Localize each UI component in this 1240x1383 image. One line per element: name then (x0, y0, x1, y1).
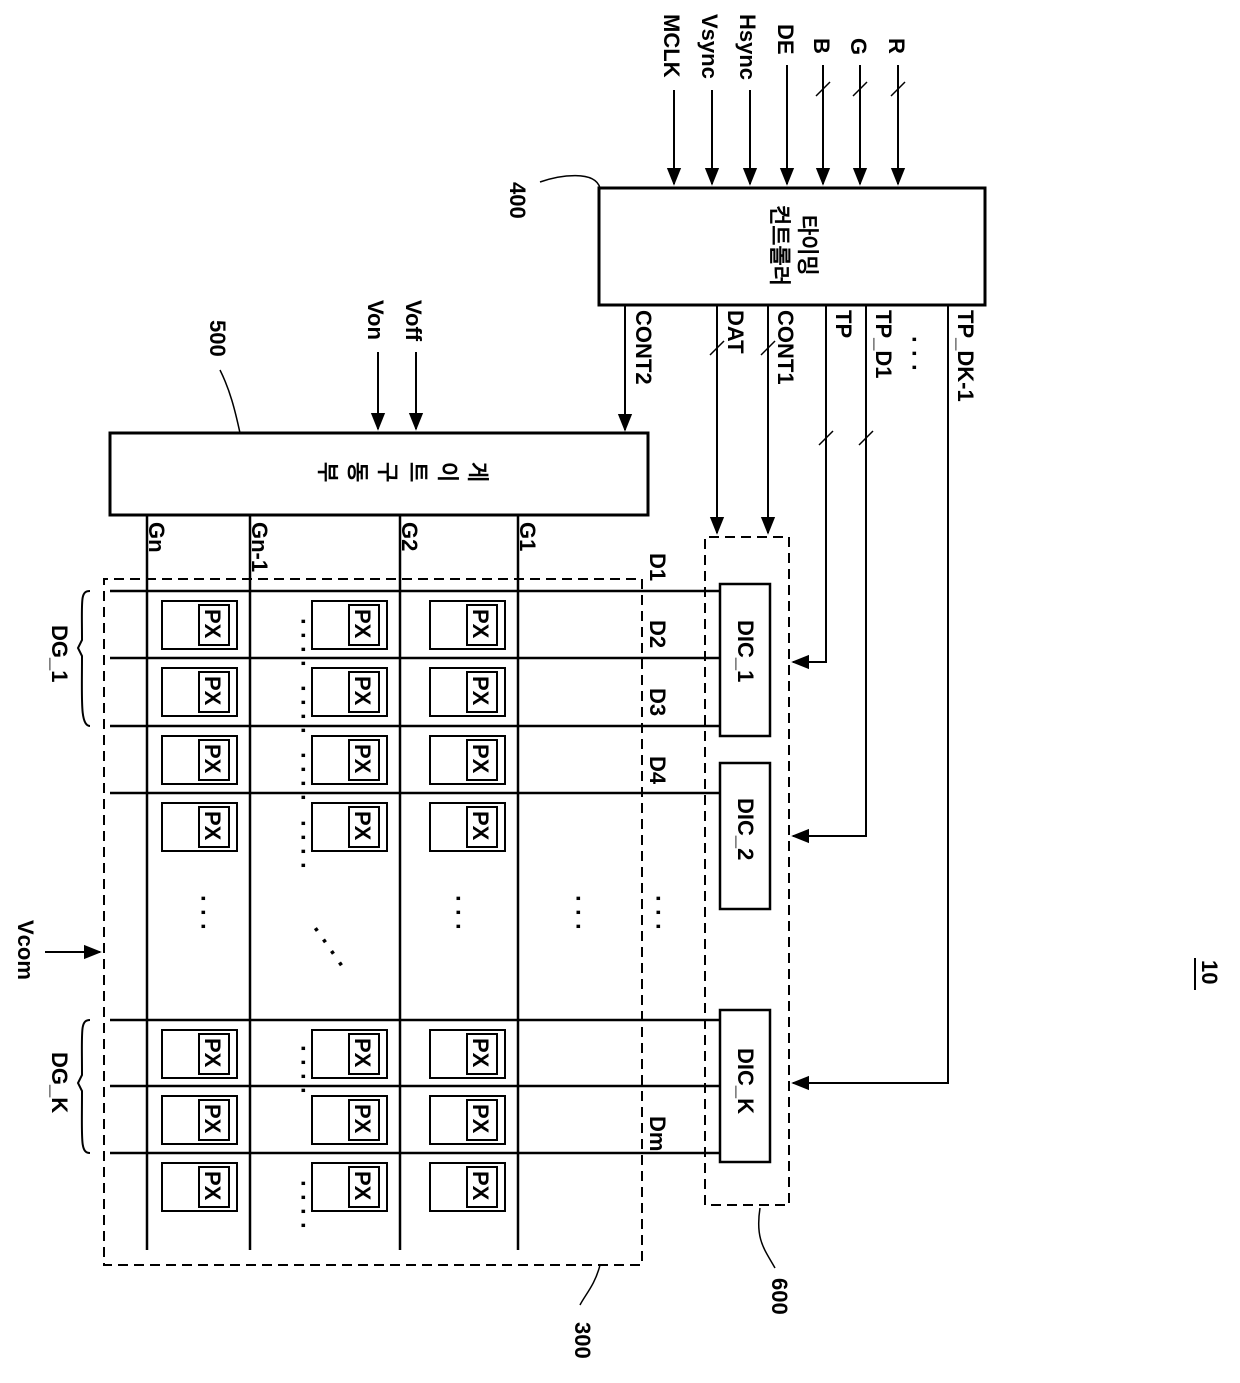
pixel-label: PX (350, 1171, 375, 1201)
pixel-label: PX (200, 1171, 225, 1201)
pixel-label: PX (468, 1104, 493, 1134)
pixel-label: PX (200, 1038, 225, 1068)
output-cont1: CONT1 (773, 310, 798, 385)
row-dots-5: ···· (289, 1045, 316, 1101)
row-dots-3: ···· (289, 752, 316, 808)
pixel-label: PX (468, 811, 493, 841)
data-line-d3: D3 (645, 688, 670, 716)
figure-number: 10 (1197, 960, 1222, 984)
gate-driver-char-5: 동 (345, 462, 370, 482)
output-dat: DAT (723, 310, 748, 354)
gate-driver-label: 게 이 트 구 동 부 (315, 462, 490, 482)
col-dots-1: ··· (564, 895, 591, 937)
input-mclk: MCLK (659, 14, 684, 78)
input-g: G (846, 38, 871, 55)
pixel-label: PX (468, 1171, 493, 1201)
input-signal-arrows (674, 65, 905, 184)
dg1-brace (78, 591, 90, 726)
gate-driver-ref: 500 (205, 320, 230, 357)
output-cont2: CONT2 (631, 310, 656, 385)
data-line-d1: D1 (645, 553, 670, 581)
pixel-label: PX (468, 744, 493, 774)
pixel-label: PX (200, 744, 225, 774)
pixel-label: PX (200, 676, 225, 706)
gate-driver-char-1: 게 (465, 462, 490, 482)
gate-driver-char-6: 부 (315, 462, 340, 482)
dgk-label: DG_K (47, 1052, 72, 1113)
input-von: Von (363, 300, 388, 340)
gate-line-gn: Gn (144, 522, 169, 553)
controller-output-lines (625, 305, 948, 1083)
vcom-label: Vcom (13, 920, 38, 980)
timing-controller-label-1: 타이밍 (795, 215, 820, 276)
output-tp: TP (831, 310, 856, 338)
diag-dots: ···· (303, 919, 357, 980)
row-dots-1: ···· (289, 618, 316, 674)
col-dots-3: ··· (189, 895, 216, 937)
pixel-label: PX (350, 1038, 375, 1068)
pixel-label: PX (350, 609, 375, 639)
panel-ref: 300 (570, 1322, 595, 1359)
row-dots-4: ···· (289, 820, 316, 876)
gate-driver-char-4: 구 (375, 462, 400, 482)
data-line-dm: Dm (645, 1116, 670, 1151)
timing-controller-ref: 400 (505, 182, 530, 219)
pixel-label: PX (468, 1038, 493, 1068)
row-dots-2: ···· (289, 685, 316, 741)
pixel-label: PX (350, 676, 375, 706)
pixel-label: PX (200, 811, 225, 841)
data-ic-2-label: DIC_2 (733, 798, 758, 860)
gate-driver-char-2: 이 (435, 462, 460, 482)
pixel-label: PX (468, 609, 493, 639)
col-dots-4: ··· (644, 895, 671, 937)
col-dots-2: ··· (444, 895, 471, 937)
gate-line-g2: G2 (397, 522, 422, 551)
pixel-label: PX (468, 676, 493, 706)
data-ic-1-label: DIC_1 (733, 620, 758, 682)
output-tp-d1: TP_D1 (871, 310, 896, 378)
input-de: DE (773, 24, 798, 55)
gate-line-gn-1: Gn-1 (247, 522, 272, 572)
pixel-label: PX (350, 1104, 375, 1134)
row-dots-6: ···· (289, 1180, 316, 1236)
gate-driver-char-3: 트 (405, 462, 430, 482)
pixel-label: PX (350, 744, 375, 774)
data-driver-ref: 600 (767, 1278, 792, 1315)
timing-controller-label-2: 컨트롤러 (767, 205, 792, 286)
output-tp-dk-1: TP_DK-1 (953, 310, 978, 402)
pixel-label: PX (200, 609, 225, 639)
input-voff: Voff (401, 300, 426, 342)
gate-line-g1: G1 (515, 522, 540, 551)
dg1-label: DG_1 (47, 625, 72, 682)
pixel-label: PX (200, 1104, 225, 1134)
input-r: R (884, 38, 909, 54)
data-line-d2: D2 (645, 620, 670, 648)
input-vsync: Vsync (697, 14, 722, 79)
data-line-d4: D4 (645, 756, 670, 785)
input-b: B (809, 38, 834, 54)
pixel-label: PX (350, 811, 375, 841)
input-hsync: Hsync (735, 14, 760, 80)
data-ic-k-label: DIC_K (733, 1048, 758, 1114)
dgk-brace (78, 1020, 90, 1153)
output-ellipsis: ··· (900, 336, 927, 378)
